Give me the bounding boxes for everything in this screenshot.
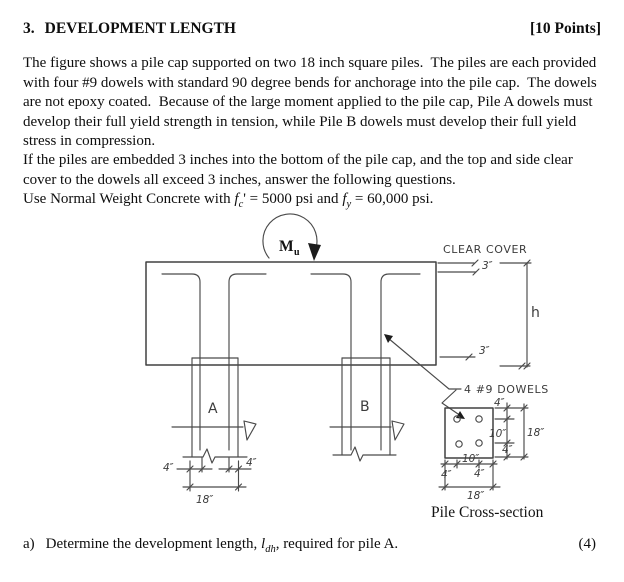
pile-cross-section [438,402,529,491]
dim-ticks [523,259,531,370]
pile-b-section-flag-icon [391,420,405,441]
top-cover-dim-3in: 3″ [482,260,493,272]
pile-a-dim-left-4in: 4″ [163,462,174,474]
cap-depth-label-h: h [531,305,540,321]
intro-paragraph: The figure shows a pile cap supported on… [23,54,597,152]
pile-cap-outline [145,261,437,366]
question-a-label: a) [23,536,35,552]
pile-b [329,357,405,462]
question-a-points: (4) [578,536,597,552]
text-segment: = 60,000 psi. [351,191,434,208]
paragraph-line: with four #9 dowels with standard 90 deg… [23,74,597,91]
dim-ticks [465,353,526,370]
fy-subscript: y [346,199,352,211]
dowel-dot [455,440,463,448]
pile-a-dim-right-4in: 4″ [246,457,257,469]
pile-a-dimensions [176,457,252,492]
clear-cover-label: CLEAR COVER [443,243,527,256]
dowel-a-right [228,273,267,451]
text-segment: , required for pile A. [275,536,399,552]
dowels-callout-label: 4 #9 DOWELS [464,383,549,396]
dowel-dot [475,415,483,423]
dim-ticks [186,465,243,491]
ldh-subscript: dh [265,544,276,555]
dowel-bars [161,273,421,451]
conditions-paragraph: If the piles are embedded 3 inches into … [23,151,573,210]
moment-arrowhead-icon [308,243,321,261]
paragraph-line: If the piles are embedded 3 inches into … [23,152,573,168]
problem-title-text: DEVELOPMENT LENGTH [44,20,236,37]
dowel-a-left [161,273,201,451]
moment-arc [262,213,318,259]
dim-extensions [444,459,494,491]
pile-a-label: A [208,401,218,417]
pile-b-break-line [332,446,397,462]
paragraph-line: cover to the dowels all exceed 3 inches,… [23,171,456,188]
points-badge: [10 Points] [529,20,601,37]
fy-variable: f [342,191,347,208]
dowel-b-left [310,273,352,451]
moment-label-subscript: u [294,247,300,258]
material-properties-line: Use Normal Weight Concrete with fc' = 50… [23,190,573,210]
paragraph-line: The figure shows a pile cap supported on… [23,55,597,71]
pile-a [171,357,257,464]
question-a-row: a) Determine the development length, ldh… [23,536,597,555]
cs-dim-top-4in: 4″ [494,397,505,409]
cross-section-outline [444,407,494,459]
pile-b-label: B [360,399,370,415]
dim-ticks [471,259,480,276]
text-segment: Use Normal Weight Concrete with [23,191,235,208]
cs-dim-right-18in: 18″ [527,427,544,439]
moment-arrow [262,213,321,261]
leader-line-to-cap [387,337,462,390]
fc-variable: f [234,191,239,208]
ldh-variable: l [261,536,266,552]
leader-arrowhead-icon [384,334,393,343]
dowels-callout-leader [384,334,465,419]
problem-title: 3. DEVELOPMENT LENGTH [23,20,236,38]
leader-arrowhead-icon [456,411,465,419]
problem-number: 3. [23,20,35,37]
text-segment: Determine the development length, [45,536,262,552]
cs-dim-bottom-right-4in: 4″ [474,468,485,480]
question-a-text: Determine the development length, ldh, r… [45,536,399,555]
pile-a-section-flag-icon [243,420,257,441]
dowel-dot [475,439,483,447]
paragraph-line: stress in compression. [23,133,156,150]
paragraph-line: are not epoxy coated. Because of the lar… [23,94,593,111]
paragraph-line: develop their full yield strength in ten… [23,113,577,130]
clear-cover-detail [437,259,532,370]
dim-ticks [441,460,497,491]
bottom-cover-dim-3in: 3″ [479,345,490,357]
dowel-b-right [380,273,421,451]
text-segment: ' = 5000 psi and [243,191,343,208]
pile-a-break-line [182,448,248,464]
dim-extensions [494,407,529,458]
cross-section-caption: Pile Cross-section [431,504,544,521]
cs-dim-right-4in: 4″ [502,444,513,456]
moment-label: M [279,238,294,255]
problem-header: 3. DEVELOPMENT LENGTH [10 Points] [23,20,601,38]
dim-ticks [503,404,528,461]
dowel-dot [453,415,461,423]
cs-dim-bottom-18in: 18″ [467,490,484,502]
cs-dim-bottom-left-4in: 4″ [441,469,452,481]
leader-line-to-section [441,389,462,417]
pile-a-dim-18in: 18″ [196,494,213,506]
fc-subscript: c [238,199,244,211]
cs-dim-bottom-10in: 10″ [462,453,479,465]
cs-dim-right-10in: 10″ [489,428,506,440]
